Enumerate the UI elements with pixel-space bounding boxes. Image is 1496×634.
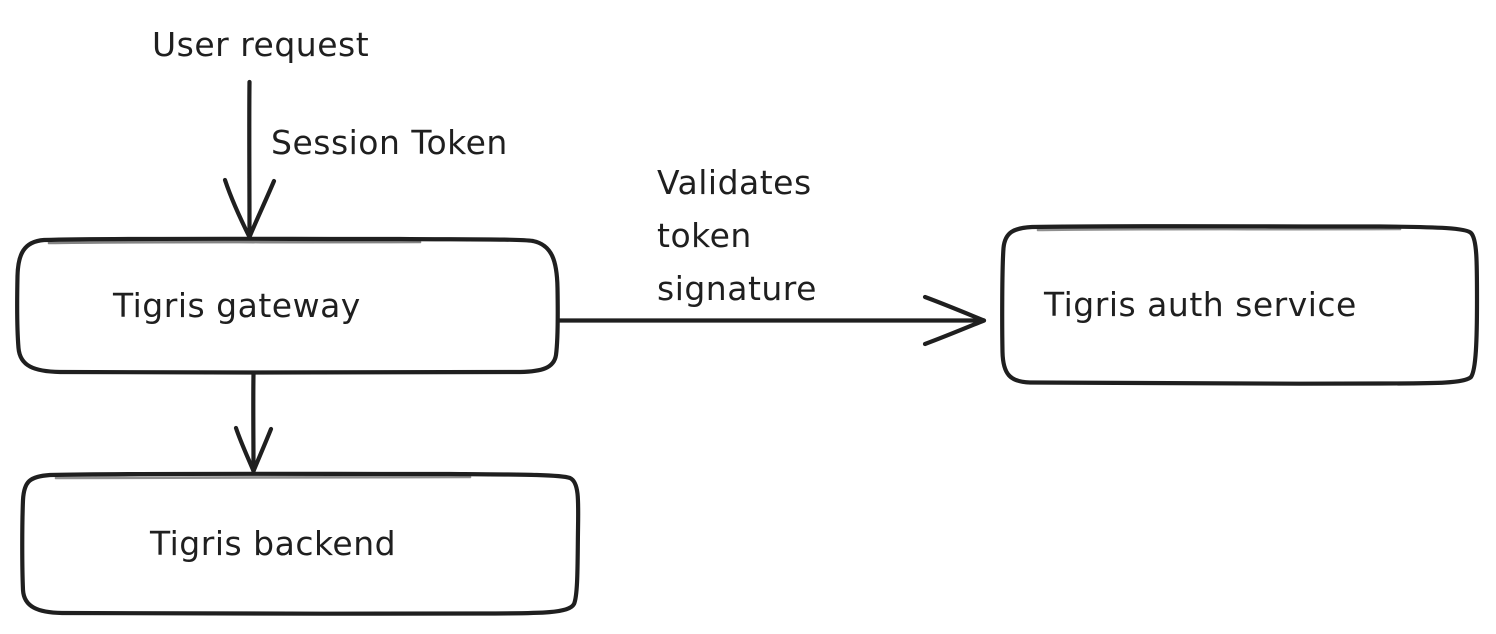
edge-gateway-to-auth xyxy=(555,294,987,347)
node-shape-backend xyxy=(20,471,581,616)
edge-label-validates-token-signature: Validates token signature xyxy=(657,163,817,308)
edge-label-user-request: User request xyxy=(152,25,370,64)
edge-gateway-to-backend xyxy=(233,371,274,474)
node-shape-gateway xyxy=(15,236,560,375)
node-label-gateway: Tigris gateway xyxy=(113,286,361,325)
edge-label-session-token: Session Token xyxy=(271,123,508,162)
node-label-auth: Tigris auth service xyxy=(1044,285,1357,324)
node-label-backend: Tigris backend xyxy=(150,524,397,563)
edge-user-to-gateway xyxy=(222,79,277,240)
node-shape-auth xyxy=(1000,224,1480,386)
